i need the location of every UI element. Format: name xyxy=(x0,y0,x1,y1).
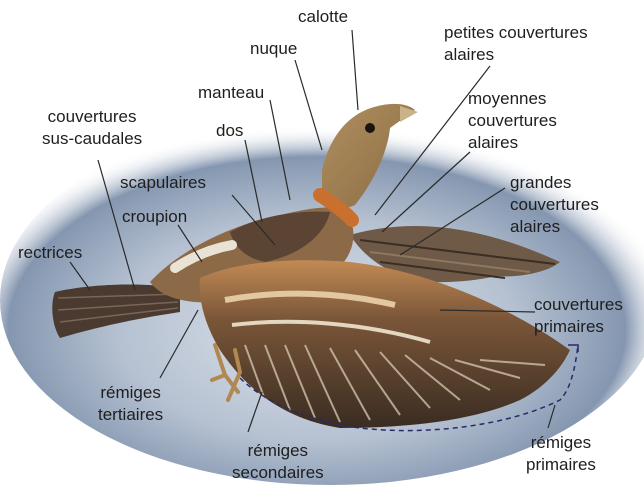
label-croupion: croupion xyxy=(122,206,187,228)
label-line: grandes xyxy=(510,172,599,194)
label-line: manteau xyxy=(198,82,264,104)
label-line: moyennes xyxy=(468,88,557,110)
label-line: secondaires xyxy=(232,462,324,484)
label-line: rectrices xyxy=(18,242,82,264)
label-remiges-primaires: rémiges primaires xyxy=(526,432,596,476)
label-line: petites couvertures xyxy=(444,22,588,44)
label-petites-couvertures-alaires: petites couvertures alaires xyxy=(444,22,588,66)
label-line: primaires xyxy=(534,316,623,338)
label-nuque: nuque xyxy=(250,38,297,60)
label-line: alaires xyxy=(444,44,588,66)
label-line: couvertures xyxy=(468,110,557,132)
label-line: couvertures xyxy=(510,194,599,216)
label-calotte: calotte xyxy=(298,6,348,28)
label-rectrices: rectrices xyxy=(18,242,82,264)
label-line: couvertures xyxy=(534,294,623,316)
label-line: calotte xyxy=(298,6,348,28)
label-line: scapulaires xyxy=(120,172,206,194)
label-moyennes-couvertures-alaires: moyennes couvertures alaires xyxy=(468,88,557,154)
label-line: couvertures xyxy=(42,106,142,128)
label-line: alaires xyxy=(510,216,599,238)
label-line: dos xyxy=(216,120,243,142)
label-line: rémiges xyxy=(232,440,324,462)
label-scapulaires: scapulaires xyxy=(120,172,206,194)
label-line: rémiges xyxy=(526,432,596,454)
label-couvertures-sus-caudales: couvertures sus-caudales xyxy=(42,106,142,150)
label-line: primaires xyxy=(526,454,596,476)
label-line: alaires xyxy=(468,132,557,154)
label-manteau: manteau xyxy=(198,82,264,104)
label-couvertures-primaires: couvertures primaires xyxy=(534,294,623,338)
label-grandes-couvertures-alaires: grandes couvertures alaires xyxy=(510,172,599,238)
label-dos: dos xyxy=(216,120,243,142)
label-line: sus-caudales xyxy=(42,128,142,150)
label-line: nuque xyxy=(250,38,297,60)
eye xyxy=(365,123,375,133)
label-line: rémiges xyxy=(98,382,163,404)
label-remiges-secondaires: rémiges secondaires xyxy=(232,440,324,484)
label-line: croupion xyxy=(122,206,187,228)
label-line: tertiaires xyxy=(98,404,163,426)
label-remiges-tertiaires: rémiges tertiaires xyxy=(98,382,163,426)
